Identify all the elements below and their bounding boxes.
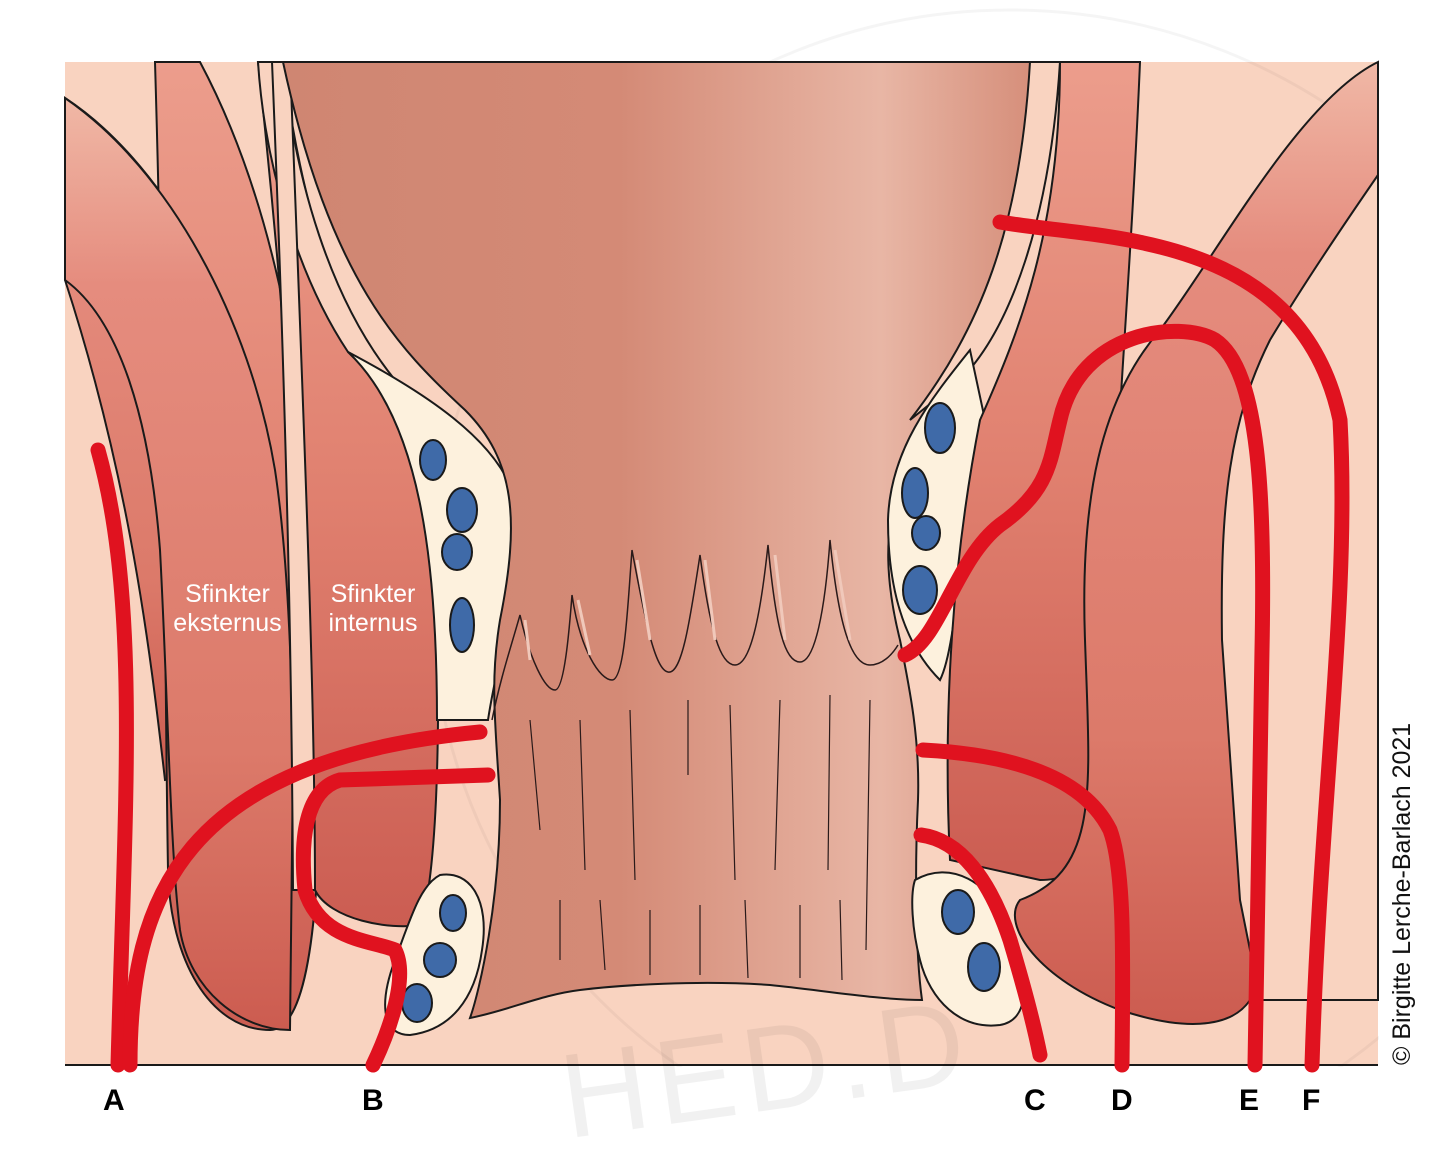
vein <box>967 942 1001 992</box>
vein <box>911 515 941 551</box>
vein <box>901 467 929 519</box>
vein <box>902 565 938 615</box>
route-label-f: F <box>1302 1084 1321 1117</box>
route-label-c: C <box>1024 1084 1046 1117</box>
fistula-D <box>915 742 1131 1073</box>
white-mask-bottom <box>0 1067 1448 1158</box>
vein <box>423 942 457 978</box>
route-label-a: A <box>103 1084 125 1117</box>
left-outer-muscle <box>64 96 295 1032</box>
vein <box>449 597 475 653</box>
white-mask-right <box>1379 0 1448 1158</box>
route-label-d: D <box>1111 1084 1133 1117</box>
vein <box>441 533 473 571</box>
vein <box>401 983 433 1023</box>
anal-folds <box>529 694 871 981</box>
label-sphincter-internus: Sfinkter internus <box>328 580 418 637</box>
route-label-b: B <box>362 1084 384 1117</box>
vein <box>419 439 447 481</box>
vein <box>439 894 467 932</box>
left-strip-2 <box>270 61 317 891</box>
fistula-A <box>90 442 134 1073</box>
copyright-text: © Birgitte Lerche-Barlach 2021 <box>1388 722 1416 1065</box>
anal-crypt-highlight <box>523 549 852 661</box>
fistula-B <box>295 767 496 1073</box>
fistula-F <box>992 214 1350 1073</box>
fistula-tracts <box>90 214 1350 1073</box>
anal-crypts <box>491 539 899 721</box>
fistula-C <box>913 827 1048 1063</box>
vein <box>941 889 975 935</box>
route-label-e: E <box>1239 1084 1260 1117</box>
label-sphincter-externus: Sfinkter eksternus <box>173 580 282 637</box>
fistula-A-branch <box>122 724 488 1073</box>
vein <box>924 402 956 454</box>
fistula-C-upper <box>897 323 1271 1073</box>
vein <box>446 487 478 533</box>
